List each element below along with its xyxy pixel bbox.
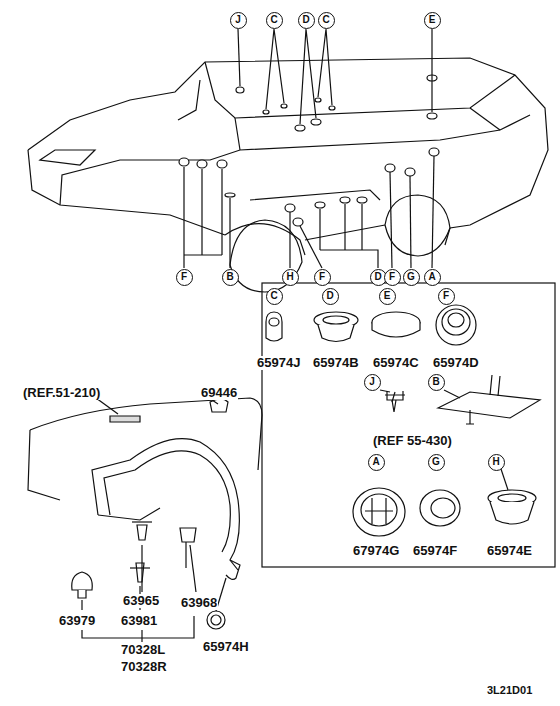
fender bbox=[28, 398, 262, 579]
grommet-parts bbox=[266, 305, 540, 536]
parts-box bbox=[262, 283, 555, 567]
callout-circle: B bbox=[428, 374, 445, 391]
fender-leaders bbox=[82, 398, 226, 642]
part-number: 63981 bbox=[120, 614, 158, 628]
part-number: 65974D bbox=[432, 356, 480, 370]
callout-letter: D bbox=[302, 15, 309, 25]
callout-letter: J bbox=[369, 377, 375, 387]
callout-circle: F bbox=[384, 269, 401, 286]
callout-circle: D bbox=[322, 288, 339, 305]
callout-letter: E bbox=[384, 291, 391, 301]
callout-letter: D bbox=[326, 291, 333, 301]
part-number: 63965 bbox=[122, 594, 160, 608]
callout-circle: F bbox=[176, 269, 193, 286]
callout-letter: C bbox=[270, 15, 277, 25]
grommet-spots bbox=[179, 75, 439, 226]
part-number: 69446 bbox=[200, 386, 238, 400]
callout-letter: F bbox=[181, 272, 187, 282]
callout-circle: F bbox=[314, 269, 331, 286]
callout-letter: G bbox=[432, 457, 440, 467]
callout-circle: C bbox=[318, 12, 335, 29]
callout-letter: C bbox=[270, 291, 277, 301]
drawing-code: 3L21D01 bbox=[486, 684, 533, 696]
callout-letter: A bbox=[428, 272, 435, 282]
callout-circle: E bbox=[379, 288, 396, 305]
callout-letter: D bbox=[374, 272, 381, 282]
callout-circle: E bbox=[424, 12, 441, 29]
callout-circle: C bbox=[266, 12, 283, 29]
callout-circle: G bbox=[428, 454, 445, 471]
callout-circle: C bbox=[266, 288, 283, 305]
callout-letter: A bbox=[372, 457, 379, 467]
callout-circle: A bbox=[424, 269, 441, 286]
part-number: 65974E bbox=[486, 544, 533, 558]
part-number: 65974B bbox=[312, 356, 360, 370]
callout-circle: G bbox=[403, 269, 420, 286]
callout-letter: F bbox=[443, 291, 449, 301]
part-number: 70328L bbox=[120, 643, 166, 657]
callout-letter: C bbox=[322, 15, 329, 25]
callout-circle: F bbox=[438, 288, 455, 305]
leader-lines bbox=[184, 29, 434, 268]
part-number: 63968 bbox=[180, 596, 218, 610]
callout-circle: H bbox=[282, 269, 299, 286]
callout-letter: F bbox=[319, 272, 325, 282]
callout-letter: F bbox=[389, 272, 395, 282]
part-number: 63979 bbox=[58, 614, 96, 628]
callout-letter: G bbox=[407, 272, 415, 282]
part-number: 70328R bbox=[120, 660, 168, 674]
car-body bbox=[28, 58, 548, 292]
callout-letter: J bbox=[235, 15, 241, 25]
callout-letter: B bbox=[226, 272, 233, 282]
callout-circle: D bbox=[298, 12, 315, 29]
callout-circle: J bbox=[364, 374, 381, 391]
callout-letter: H bbox=[286, 272, 293, 282]
callout-letter: B bbox=[432, 377, 439, 387]
part-number: 65974F bbox=[412, 544, 458, 558]
reference-note: (REF 55-430) bbox=[372, 434, 453, 448]
callout-circle: H bbox=[488, 454, 505, 471]
callout-letter: H bbox=[492, 457, 499, 467]
callout-circle: A bbox=[368, 454, 385, 471]
reference-note: (REF.51-210) bbox=[22, 386, 101, 400]
clips bbox=[72, 522, 225, 629]
callout-letter: E bbox=[429, 15, 436, 25]
part-number: 65974C bbox=[372, 356, 420, 370]
part-number: 65974H bbox=[202, 640, 250, 654]
callout-circle: B bbox=[222, 269, 239, 286]
part-number: 65974J bbox=[256, 356, 301, 370]
part-number: 67974G bbox=[352, 544, 400, 558]
callout-circle: J bbox=[230, 12, 247, 29]
